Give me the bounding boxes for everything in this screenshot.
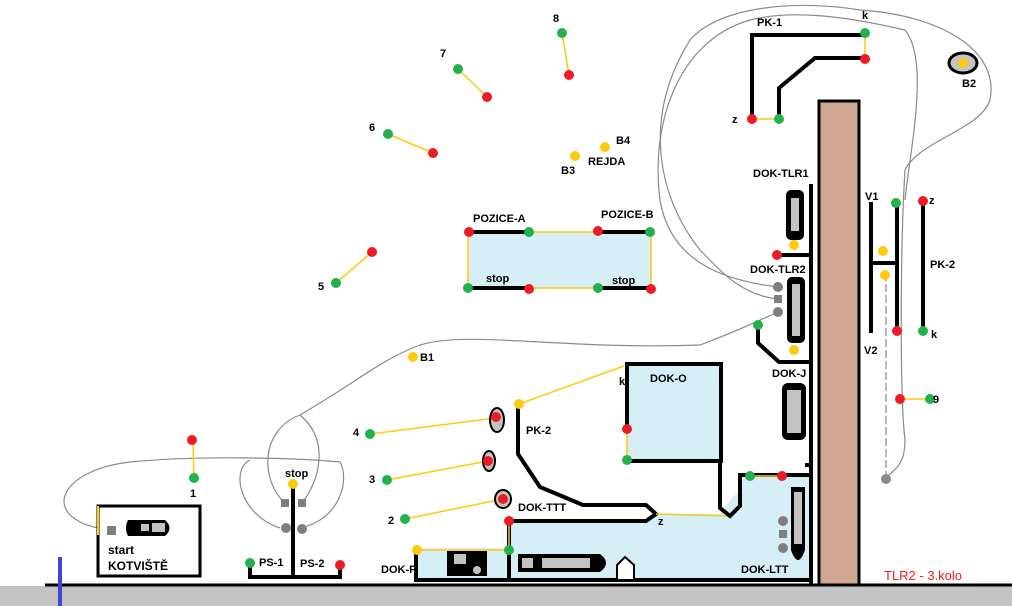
svg-text:1: 1 bbox=[190, 488, 196, 500]
pk2-left-structure bbox=[510, 404, 660, 523]
start-label: start bbox=[108, 543, 134, 557]
start-marker-icon bbox=[107, 526, 116, 535]
gate-1: 1 bbox=[187, 435, 199, 500]
gate-3: 3 bbox=[369, 450, 496, 486]
svg-text:8: 8 bbox=[553, 13, 559, 25]
pk1-k-label: k bbox=[862, 10, 869, 22]
ps-stop-marker bbox=[288, 479, 298, 489]
dock-ltt-boat bbox=[791, 487, 805, 560]
round-title: TLR2 - 3.kolo bbox=[884, 568, 962, 583]
tlr-dock-line bbox=[756, 184, 813, 585]
dock-tlr2-label: DOK-TLR2 bbox=[750, 264, 806, 276]
dock-tlr1-label: DOK-TLR1 bbox=[753, 168, 809, 180]
v-structure bbox=[869, 202, 925, 333]
buoy-b4 bbox=[600, 142, 610, 152]
svg-text:5: 5 bbox=[318, 281, 324, 293]
buoy-b3 bbox=[570, 151, 580, 161]
svg-text:4: 4 bbox=[353, 427, 360, 439]
house-icon bbox=[616, 555, 635, 579]
buoy-b1-label: B1 bbox=[420, 352, 434, 364]
buoy-b3-label: B3 bbox=[561, 165, 575, 177]
pk2-right-z-label: z bbox=[929, 195, 935, 207]
anchorage-box bbox=[96, 504, 202, 578]
pk1-z-label: z bbox=[732, 114, 738, 126]
ground bbox=[0, 586, 1012, 606]
svg-text:3: 3 bbox=[369, 474, 375, 486]
dock-tlr2-boat bbox=[787, 277, 805, 343]
svg-text:2: 2 bbox=[388, 515, 394, 527]
buoy-b2-label: B2 bbox=[962, 78, 976, 90]
gate-7: 7 bbox=[440, 48, 492, 102]
dock-j-boat bbox=[782, 383, 806, 440]
ship-icon bbox=[518, 554, 606, 572]
svg-text:6: 6 bbox=[369, 122, 375, 134]
ps2-label: PS-2 bbox=[300, 558, 324, 570]
pk1-label: PK-1 bbox=[757, 17, 782, 29]
rejda-label: REJDA bbox=[588, 156, 625, 168]
buoy-b4-label: B4 bbox=[616, 135, 631, 147]
gate-2: 2 bbox=[388, 489, 512, 527]
pk2-right-k-label: k bbox=[931, 329, 938, 341]
pk2-right-label: PK-2 bbox=[930, 259, 955, 271]
v1-label: V1 bbox=[865, 191, 878, 203]
dock-j-label: DOK-J bbox=[772, 368, 806, 380]
boat-icon bbox=[126, 520, 170, 536]
pozice-b-label: POZICE-B bbox=[601, 209, 654, 221]
dock-ltt-area bbox=[416, 475, 811, 580]
ps1-label: PS-1 bbox=[259, 557, 283, 569]
pozice-b-stop-label: stop bbox=[612, 275, 636, 287]
pk1-structure bbox=[750, 33, 864, 119]
dock-tlr1-boat bbox=[786, 190, 804, 240]
dock-o-area bbox=[627, 364, 721, 461]
dock-p-label: DOK-P bbox=[381, 564, 416, 576]
dock-p-boat bbox=[447, 551, 487, 576]
pk2-left-label: PK-2 bbox=[526, 425, 551, 437]
gate-5: 5 bbox=[318, 247, 377, 293]
pk2-left-z-label: z bbox=[658, 516, 664, 528]
pozice-a-label: POZICE-A bbox=[473, 213, 526, 225]
gate-6: 6 bbox=[369, 122, 438, 158]
gate-9: 9 bbox=[895, 394, 939, 406]
dock-ttt-label: DOK-TTT bbox=[518, 502, 567, 514]
gate-4: 4 bbox=[353, 407, 505, 439]
svg-text:9: 9 bbox=[933, 394, 939, 406]
anchorage-label: KOTVIŠTĚ bbox=[108, 558, 168, 573]
buoy-b2 bbox=[947, 51, 979, 75]
pier bbox=[817, 99, 861, 587]
dock-ltt-label: DOK-LTT bbox=[741, 564, 789, 576]
v2-label: V2 bbox=[864, 345, 877, 357]
pozice-a-stop-label: stop bbox=[486, 273, 510, 285]
ps-structure bbox=[248, 485, 342, 579]
svg-text:7: 7 bbox=[440, 48, 446, 60]
pozice-area bbox=[467, 231, 652, 289]
gate-8: 8 bbox=[553, 13, 574, 80]
buoy-b1 bbox=[408, 352, 418, 362]
dock-o-label: DOK-O bbox=[650, 373, 687, 385]
route-lines bbox=[63, 4, 992, 529]
ps-stop-label: stop bbox=[285, 468, 309, 480]
pk2-left-k-label: k bbox=[619, 376, 626, 388]
